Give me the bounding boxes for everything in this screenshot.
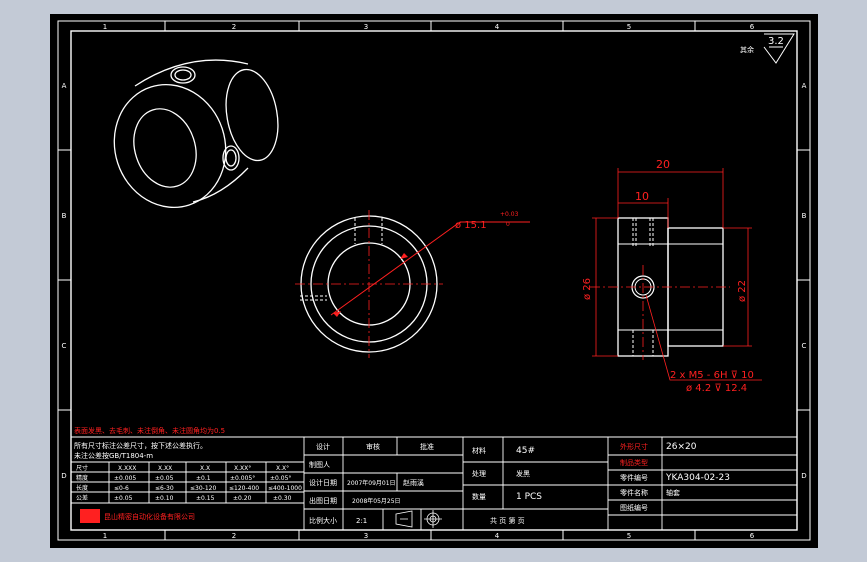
tol-header-0: 尺寸 [76, 464, 88, 472]
part-type-label: 制品类型 [620, 458, 648, 467]
tol-r2-c5: ±0.30 [273, 495, 292, 502]
tol-r1-c1: ≤0-6 [114, 485, 129, 492]
tol-r0-c1: ±0.005 [114, 475, 136, 482]
bore-dia-label: ø 15.1 [455, 220, 487, 231]
tol-r1-c5: ≤400-1000 [268, 485, 302, 492]
tol-header-2: X.XX [158, 465, 172, 472]
spec-label: 外形尺寸 [620, 442, 648, 451]
drawer-name: 赵雨溪 [403, 478, 424, 487]
tol-header-5: X.X° [276, 465, 289, 472]
design-date: 2007年09月01日 [347, 479, 396, 487]
part-name-label: 零件名称 [620, 488, 648, 497]
output-date-label: 出图日期 [309, 496, 337, 505]
tol-r2-c1: ±0.05 [114, 495, 133, 502]
tol-header-3: X.X [200, 465, 210, 472]
zone-top-5: 5 [627, 23, 631, 31]
company-name: 昆山精密自动化设备有限公司 [104, 512, 195, 521]
zone-left-d: D [61, 472, 66, 480]
part-name-value: 轴套 [666, 488, 680, 497]
total-length-label: 20 [656, 158, 670, 171]
tol-header-4: X.XX° [234, 465, 251, 472]
tol-r0-c2: ±0.05 [155, 475, 174, 482]
zone-top-2: 2 [232, 23, 236, 31]
tol-r1-c0: 长度 [76, 484, 88, 492]
total-sheets: 共 页 第 页 [490, 516, 525, 525]
qty-label: 数量 [472, 492, 486, 501]
zone-right-c: C [802, 342, 807, 350]
surface-note: 其余 [740, 45, 754, 54]
drawing-sheet [50, 14, 818, 548]
tol-r0-c5: ±0.05° [270, 475, 291, 482]
tol-r2-c0: 公差 [76, 494, 88, 502]
outer-dia-label: ø 26 [582, 278, 593, 300]
qty-value: 1 PCS [516, 492, 542, 502]
bore-tol-upper: +0.03 [500, 211, 519, 218]
zone-left-b: B [62, 212, 67, 220]
zone-right-d: D [801, 472, 806, 480]
scale-value: 2:1 [356, 517, 367, 525]
spec-value: 26×20 [666, 442, 697, 452]
title-block [71, 436, 797, 530]
part-no-value: YKA304-02-23 [665, 473, 730, 483]
general-note-1: 所有尺寸标注公差尺寸，按下述公差执行。 [74, 441, 207, 450]
tol-r0-c0: 精度 [76, 474, 88, 482]
designer-label: 制图人 [309, 460, 330, 469]
projection-symbol [395, 510, 413, 528]
treatment-label: 处理 [472, 469, 486, 478]
zone-top-3: 3 [364, 23, 368, 31]
tol-r0-c4: ±0.005° [230, 475, 255, 482]
material-value: 45# [516, 446, 535, 456]
tol-r1-c3: ≤30-120 [190, 485, 216, 492]
design-date-label: 设计日期 [309, 478, 337, 487]
zone-top-4: 4 [495, 23, 500, 31]
zone-left-c: C [62, 342, 67, 350]
isometric-view [113, 59, 279, 209]
tol-r1-c2: ≤6-30 [155, 485, 174, 492]
review-label: 审核 [366, 442, 380, 451]
zone-ticks [58, 21, 810, 540]
collar-length-label: 10 [635, 190, 649, 203]
step-dia-label: ø 22 [737, 280, 748, 302]
tol-header-1: X.XXX [118, 465, 136, 472]
tol-r1-c4: ≤120-400 [229, 485, 259, 492]
zone-bottom-3: 3 [364, 532, 368, 540]
tol-r2-c2: ±0.10 [155, 495, 174, 502]
zone-right-b: B [802, 212, 807, 220]
front-view: ø 15.1 +0.03 0 [295, 210, 530, 358]
zone-bottom-5: 5 [627, 532, 631, 540]
first-angle-symbol [424, 510, 442, 528]
surface-treatment-note: 表面发黑、去毛刺、未注倒角、未注圆角均为0.5 [74, 426, 225, 435]
scale-label: 比例大小 [309, 516, 337, 525]
roughness-value: 3.2 [768, 36, 784, 47]
tol-r2-c3: ±0.15 [196, 495, 215, 502]
output-date: 2008年05月25日 [352, 497, 401, 505]
bore-tol-lower: 0 [506, 221, 510, 228]
material-label: 材料 [472, 446, 486, 455]
treatment-value: 发黑 [516, 469, 530, 478]
general-note-2: 未注公差按GB/T1804-m [74, 451, 153, 460]
surface-roughness-symbol: 其余 3.2 [740, 33, 795, 64]
drawing-no-label: 图纸编号 [620, 503, 648, 512]
drill-callout: ø 4.2 ⊽ 12.4 [686, 383, 747, 394]
part-no-label: 零件编号 [620, 473, 648, 482]
zone-right-a: A [802, 82, 807, 90]
zone-top-6: 6 [750, 23, 755, 31]
zone-bottom-6: 6 [750, 532, 755, 540]
zone-left-a: A [62, 82, 67, 90]
zone-bottom-1: 1 [103, 532, 107, 540]
design-label: 设计 [316, 442, 330, 451]
thread-callout: 2 x M5 - 6H ⊽ 10 [670, 370, 754, 381]
tol-r0-c3: ±0.1 [196, 475, 211, 482]
zone-bottom-4: 4 [495, 532, 500, 540]
zone-bottom-2: 2 [232, 532, 236, 540]
tol-r2-c4: ±0.20 [233, 495, 252, 502]
side-view: 20 10 ø 26 ø 22 2 x M5 - 6H ⊽ 10 ø 4.2 ⊽… [582, 158, 762, 394]
approve-label: 批准 [420, 442, 434, 451]
zone-top-1: 1 [103, 23, 107, 31]
company-logo [80, 509, 100, 523]
